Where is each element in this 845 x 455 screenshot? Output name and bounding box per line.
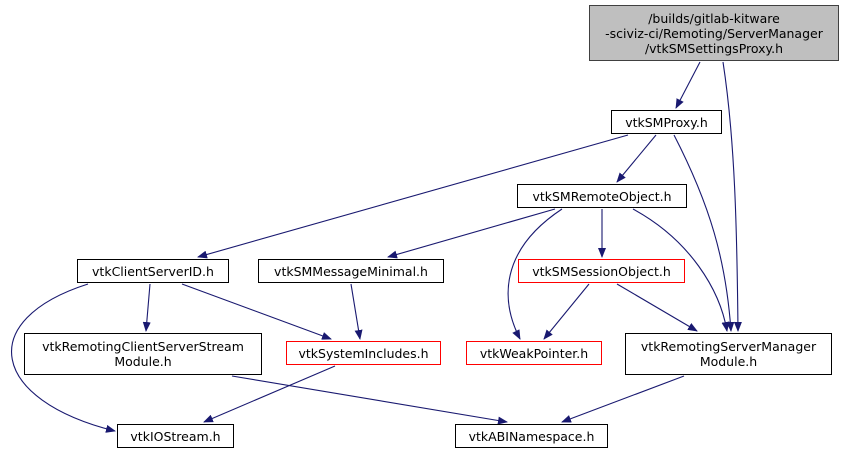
edge-remoteobject-to-weakpointer (507, 208, 563, 340)
edge-smmodule-to-abinamespace (561, 375, 685, 423)
node-root-line: /builds/gitlab-kitware (648, 10, 780, 26)
node-weakpointer[interactable]: vtkWeakPointer.h (466, 341, 602, 365)
node-smproxy-label: vtkSMProxy.h (625, 114, 708, 130)
node-smmodule[interactable]: vtkRemotingServerManager Module.h (625, 333, 832, 375)
node-abinamespace-label: vtkABINamespace.h (468, 428, 595, 444)
node-streammodule-line: Module.h (114, 354, 172, 369)
edge-root-to-smproxy (675, 61, 701, 109)
edge-messageminimal-to-systemincludes (350, 283, 363, 340)
node-streammodule-line: vtkRemotingClientServerStream (42, 339, 244, 354)
edge-smproxy-to-smmodule (673, 134, 735, 332)
edge-root-to-smmodule (722, 61, 742, 332)
node-smmodule-line: Module.h (699, 354, 758, 369)
node-clientserverid-label: vtkClientServerID.h (92, 263, 214, 279)
edge-remoteobject-to-smmodule (632, 208, 730, 332)
node-root: /builds/gitlab-kitware -sciviz-ci/Remoti… (589, 5, 839, 61)
node-systemincludes-label: vtkSystemIncludes.h (298, 345, 429, 361)
edge-sessionobject-to-weakpointer (543, 283, 590, 340)
edge-clientserverid-to-iostream (11, 283, 116, 433)
node-weakpointer-label: vtkWeakPointer.h (479, 345, 589, 361)
node-iostream-label: vtkIOStream.h (130, 428, 221, 444)
edge-sessionobject-to-smmodule (616, 283, 698, 332)
node-root-line: -sciviz-ci/Remoting/ServerManager (605, 25, 823, 41)
edge-remoteobject-to-messageminimal (387, 208, 556, 259)
edge-smproxy-to-clientserverid (197, 134, 629, 259)
node-smproxy[interactable]: vtkSMProxy.h (611, 110, 722, 134)
edge-clientserverid-to-streammodule (142, 283, 151, 332)
node-messageminimal-label: vtkSMMessageMinimal.h (274, 263, 428, 279)
node-remoteobject-label: vtkSMRemoteObject.h (532, 188, 672, 204)
node-messageminimal[interactable]: vtkSMMessageMinimal.h (258, 259, 444, 283)
node-root-line: /vtkSMSettingsProxy.h (644, 40, 784, 56)
node-iostream[interactable]: vtkIOStream.h (117, 424, 234, 448)
node-streammodule[interactable]: vtkRemotingClientServerStream Module.h (24, 333, 262, 375)
node-remoteobject[interactable]: vtkSMRemoteObject.h (517, 184, 687, 208)
edge-systemincludes-to-iostream (203, 365, 336, 423)
edge-streammodule-to-abinamespace (231, 375, 508, 425)
node-sessionobject[interactable]: vtkSMSessionObject.h (518, 259, 685, 283)
node-systemincludes[interactable]: vtkSystemIncludes.h (286, 341, 441, 365)
node-abinamespace[interactable]: vtkABINamespace.h (455, 424, 608, 448)
edge-smproxy-to-remoteobject (616, 134, 657, 183)
edge-clientserverid-to-systemincludes (181, 283, 332, 340)
node-sessionobject-label: vtkSMSessionObject.h (532, 263, 671, 279)
node-clientserverid[interactable]: vtkClientServerID.h (77, 259, 229, 283)
node-smmodule-line: vtkRemotingServerManager (640, 339, 817, 354)
